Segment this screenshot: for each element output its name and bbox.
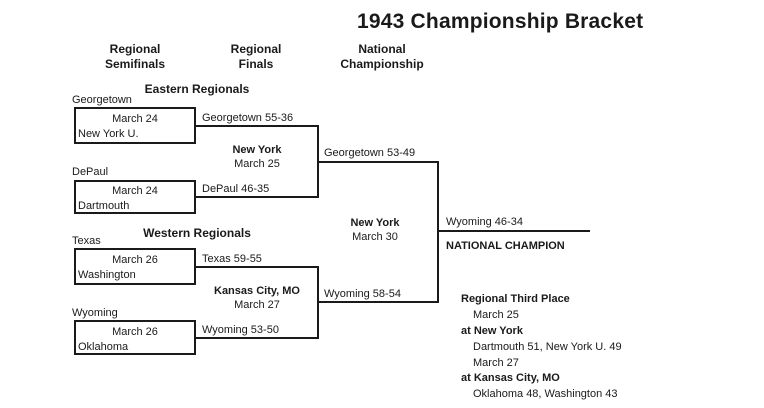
- west-final-site: Kansas City, MO: [214, 285, 300, 297]
- east-game2-date: March 24: [112, 185, 158, 197]
- west-final-date: March 27: [234, 299, 280, 311]
- third-place-line: March 25: [473, 309, 519, 321]
- west-game2-team1: Wyoming: [72, 307, 118, 319]
- championship-result: Wyoming 46-34: [446, 216, 523, 228]
- east-game2-team1: DePaul: [72, 166, 109, 178]
- east-game1-team1: Georgetown: [72, 94, 132, 106]
- column-header-national-championship: National Championship: [322, 42, 442, 72]
- west-game2-result: Wyoming 53-50: [202, 324, 279, 336]
- eastern-regionals-header: Eastern Regionals: [144, 82, 250, 96]
- bracket-line-east-game2-winner: [195, 196, 319, 198]
- third-place-title: Regional Third Place: [461, 293, 570, 305]
- east-game1-team2: New York U.: [78, 128, 139, 140]
- west-game2-team2: Oklahoma: [78, 341, 129, 353]
- bracket-connector-championship: [437, 161, 439, 303]
- championship-site: New York: [350, 217, 400, 229]
- bracket-line-champion: [437, 230, 590, 232]
- column-header-line: Regional: [230, 42, 282, 56]
- west-game1-team1: Texas: [72, 235, 101, 247]
- east-game2-result: DePaul 46-35: [202, 183, 270, 195]
- third-place-line: March 27: [473, 357, 519, 369]
- east-game1-result: Georgetown 55-36: [202, 112, 294, 124]
- west-game1-result: Texas 59-55: [202, 253, 262, 265]
- bracket-line-west-game1-winner: [195, 266, 319, 268]
- column-header-regional-semifinals: Regional Semifinals: [75, 42, 195, 72]
- east-final-date: March 25: [234, 158, 280, 170]
- west-game1-date: March 26: [112, 254, 158, 266]
- column-header-line: Finals: [238, 57, 274, 71]
- east-final-result: Georgetown 53-49: [324, 147, 416, 159]
- column-header-line: Regional: [109, 42, 161, 56]
- third-place-line: at New York: [461, 325, 523, 337]
- championship-date: March 30: [352, 231, 398, 243]
- west-final-result: Wyoming 58-54: [324, 288, 401, 300]
- west-game1-team2: Washington: [78, 269, 136, 281]
- column-header-regional-finals: Regional Finals: [196, 42, 316, 72]
- bracket-line-west-final-winner: [317, 301, 439, 303]
- third-place-line: at Kansas City, MO: [461, 372, 560, 384]
- page-title: 1943 Championship Bracket: [357, 10, 644, 33]
- west-game2-date: March 26: [112, 326, 158, 338]
- national-champion-label: NATIONAL CHAMPION: [446, 240, 565, 252]
- east-game1-date: March 24: [112, 113, 158, 125]
- western-regionals-header: Western Regionals: [143, 226, 251, 240]
- column-header-line: Semifinals: [104, 57, 166, 71]
- column-header-line: National: [358, 42, 406, 56]
- bracket-line-east-game1-winner: [195, 125, 319, 127]
- east-game2-team2: Dartmouth: [78, 200, 130, 212]
- column-header-line: Championship: [340, 57, 424, 71]
- third-place-line: Dartmouth 51, New York U. 49: [473, 341, 622, 353]
- east-final-site: New York: [232, 144, 282, 156]
- bracket-line-west-game2-winner: [195, 337, 319, 339]
- bracket-line-east-final-winner: [317, 161, 439, 163]
- third-place-line: Oklahoma 48, Washington 43: [473, 388, 618, 400]
